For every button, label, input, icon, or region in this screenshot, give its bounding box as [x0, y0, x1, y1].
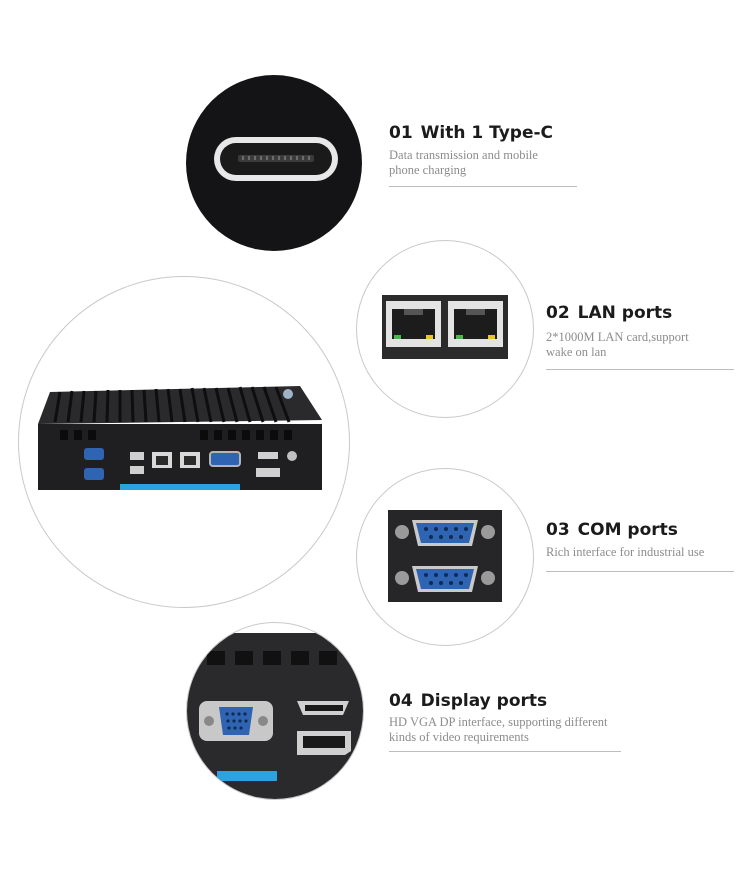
feature-number: 01 [389, 123, 413, 143]
divider-line [389, 186, 577, 187]
feature-desc-lan: 2*1000M LAN card,support wake on lan [546, 330, 689, 359]
feature-number: 04 [389, 691, 413, 711]
divider-line [546, 571, 734, 572]
feature-title-text: COM ports [577, 520, 678, 540]
usb-type-c-port-icon [214, 137, 338, 181]
feature-number: 03 [546, 520, 570, 540]
feature-title-display: 04 Display ports [389, 691, 547, 711]
feature-desc-com: Rich interface for industrial use [546, 545, 705, 559]
feature-title-type-c: 01 With 1 Type-C [389, 123, 553, 143]
divider-line [389, 751, 621, 752]
feature-title-lan: 02 LAN ports [546, 303, 672, 323]
display-photo-circle [186, 622, 364, 800]
feature-title-com: 03 COM ports [546, 520, 678, 540]
rj45-lan-ports-icon [382, 295, 508, 359]
mini-pc-image [38, 386, 322, 490]
feature-desc-type-c: Data transmission and mobile phone charg… [389, 148, 538, 177]
type-c-photo-circle [186, 75, 362, 251]
divider-line [546, 369, 734, 370]
feature-title-text: Display ports [420, 691, 548, 711]
feature-title-text: LAN ports [577, 303, 673, 323]
feature-title-text: With 1 Type-C [420, 123, 554, 143]
vga-hdmi-dp-ports-icon [187, 633, 363, 799]
feature-number: 02 [546, 303, 570, 323]
feature-desc-display: HD VGA DP interface, supporting differen… [389, 715, 608, 744]
db9-com-ports-icon [388, 510, 502, 602]
